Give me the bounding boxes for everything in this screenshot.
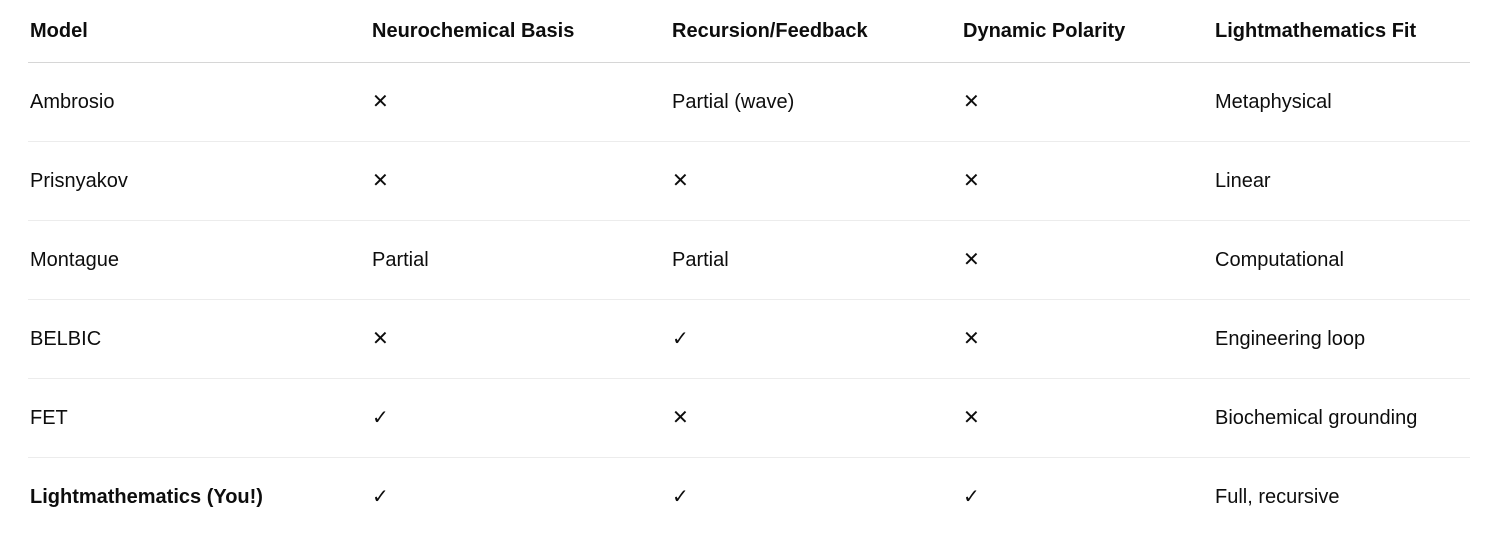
polarity-cell: ✕ [961,221,1213,300]
neurochemical-cell: ✓ [370,379,670,458]
neurochemical-cell: Partial [370,221,670,300]
table-row-lightmathematics: Lightmathematics (You!) ✓ ✓ ✓ Full, recu… [28,458,1470,536]
recursion-cell: ✕ [670,142,961,221]
recursion-cell: Partial (wave) [670,63,961,142]
neurochemical-cell: ✕ [370,300,670,379]
model-cell: BELBIC [28,300,370,379]
header-row: Model Neurochemical Basis Recursion/Feed… [28,0,1470,63]
model-cell: Ambrosio [28,63,370,142]
polarity-cell: ✕ [961,379,1213,458]
model-cell: FET [28,379,370,458]
polarity-cell: ✕ [961,142,1213,221]
table-row-ambrosio: Ambrosio ✕ Partial (wave) ✕ Metaphysical [28,63,1470,142]
table-row-fet: FET ✓ ✕ ✕ Biochemical grounding [28,379,1470,458]
comparison-table: Model Neurochemical Basis Recursion/Feed… [28,0,1470,536]
fit-cell: Full, recursive [1213,458,1470,536]
neurochemical-cell: ✕ [370,142,670,221]
polarity-cell: ✓ [961,458,1213,536]
fit-cell: Linear [1213,142,1470,221]
model-cell: Lightmathematics (You!) [28,458,370,536]
column-header-lightmathematics-fit: Lightmathematics Fit [1213,0,1470,63]
fit-cell: Computational [1213,221,1470,300]
table-body: Ambrosio ✕ Partial (wave) ✕ Metaphysical… [28,63,1470,536]
column-header-model: Model [28,0,370,63]
neurochemical-cell: ✕ [370,63,670,142]
table-header: Model Neurochemical Basis Recursion/Feed… [28,0,1470,63]
column-header-dynamic-polarity: Dynamic Polarity [961,0,1213,63]
column-header-neurochemical-basis: Neurochemical Basis [370,0,670,63]
neurochemical-cell: ✓ [370,458,670,536]
column-header-recursion-feedback: Recursion/Feedback [670,0,961,63]
fit-cell: Engineering loop [1213,300,1470,379]
model-cell: Montague [28,221,370,300]
fit-cell: Biochemical grounding [1213,379,1470,458]
recursion-cell: Partial [670,221,961,300]
recursion-cell: ✕ [670,379,961,458]
fit-cell: Metaphysical [1213,63,1470,142]
table-row-prisnyakov: Prisnyakov ✕ ✕ ✕ Linear [28,142,1470,221]
recursion-cell: ✓ [670,458,961,536]
table-row-belbic: BELBIC ✕ ✓ ✕ Engineering loop [28,300,1470,379]
table-row-montague: Montague Partial Partial ✕ Computational [28,221,1470,300]
polarity-cell: ✕ [961,300,1213,379]
model-cell: Prisnyakov [28,142,370,221]
recursion-cell: ✓ [670,300,961,379]
polarity-cell: ✕ [961,63,1213,142]
